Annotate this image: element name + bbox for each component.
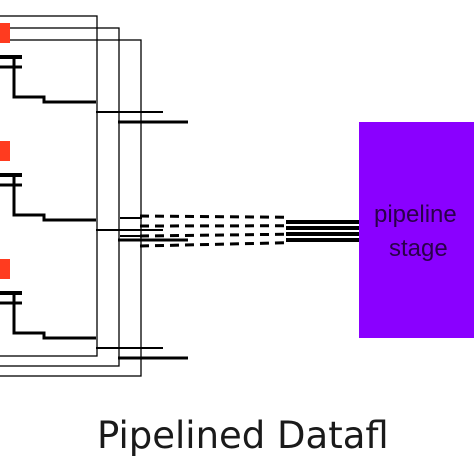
- pipeline-stage-label-line1: pipeline: [374, 201, 457, 228]
- pipeline-stage-block: [359, 122, 474, 338]
- register-unit: [0, 141, 188, 242]
- register-unit: [0, 259, 188, 360]
- register-units: [0, 23, 188, 360]
- pipeline-stage-label-line2: stage: [389, 235, 448, 262]
- output-wire: [12, 293, 96, 340]
- frame-middle: [0, 27, 120, 367]
- bus-wire: [139, 214, 287, 219]
- bus-connector: [286, 220, 362, 242]
- output-wire: [12, 57, 96, 104]
- stacked-frames: [0, 15, 142, 377]
- register-unit: [0, 23, 188, 124]
- frame-back: [0, 39, 142, 377]
- diagram-caption: Pipelined Datafl: [97, 414, 389, 457]
- register-marker: [0, 259, 10, 279]
- register-marker: [0, 141, 10, 161]
- bus-wire: [139, 241, 287, 248]
- frame-front: [0, 15, 98, 357]
- dataflow-bus: [120, 214, 287, 248]
- bus-wire: [139, 232, 287, 238]
- register-marker: [0, 23, 10, 43]
- output-wire: [12, 175, 96, 222]
